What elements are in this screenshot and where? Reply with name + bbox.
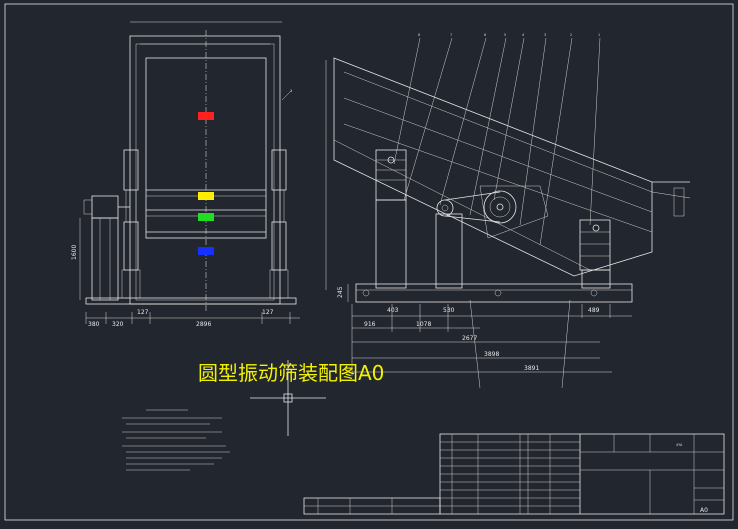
screen-box-outer [129,35,281,305]
title-block-project: 4YA [676,443,683,447]
dim-127-left: 127 [137,309,149,316]
dim-2677: 2677 [462,335,477,342]
exciter-wheel [483,190,517,224]
dim-489: 489 [588,307,600,314]
technical-notes [122,409,230,471]
title-block-scale: A0 [700,507,708,514]
outer-frame [4,3,734,521]
motor-box [91,195,119,219]
balloon-1: 1 [598,33,600,37]
left-column [375,199,407,289]
dim-403: 403 [387,307,399,314]
crosshair-cursor [250,360,326,436]
front-view: 1600 380 320 127 2896 127 1 [71,21,300,328]
marker-green [198,213,214,221]
dim-380: 380 [88,321,100,328]
balloon-2: 2 [570,33,572,37]
marker-blue [198,247,214,255]
dim-1600: 1600 [71,245,78,260]
balloon-7: 7 [450,33,452,37]
leader-label-front: 1 [290,89,292,93]
drawing-title: 圆型振动筛装配图A0 [198,361,384,385]
base-plate-front [85,297,297,305]
marker-yellow [198,192,214,200]
dim-245: 245 [337,286,344,298]
dim-127-right: 127 [262,309,274,316]
balloon-6: 6 [484,33,486,37]
title-block: 4YA A0 [303,433,725,515]
mid-column [435,213,463,289]
dim-3891: 3891 [524,365,539,372]
base-frame-side [355,283,633,303]
dim-3898: 3898 [484,351,499,358]
motor-stand [91,217,119,301]
dim-916: 916 [364,321,376,328]
side-view: 8 7 6 5 4 3 2 1 245 916 403 1078 530 267… [325,33,691,389]
screen-body-side [333,57,653,277]
balloon-8: 8 [418,33,420,37]
balloon-3: 3 [544,33,546,37]
right-spring-support [579,219,611,271]
marker-red [198,112,214,120]
dim-320: 320 [112,321,124,328]
balloon-5: 5 [504,33,506,37]
dim-1078: 1078 [416,321,431,328]
dim-530: 530 [443,307,455,314]
balloon-4: 4 [522,33,524,37]
dim-2896: 2896 [196,321,211,328]
